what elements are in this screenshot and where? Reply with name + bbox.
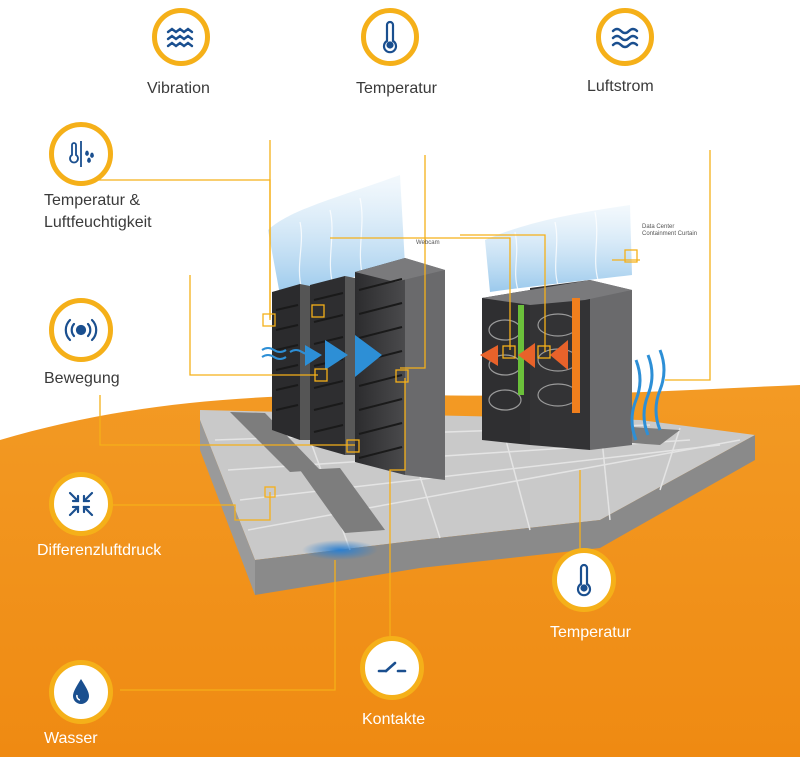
callout-lines: [80, 140, 711, 691]
curtain-label-line2: Containment Curtain: [642, 231, 698, 237]
vibration-label: Vibration: [147, 80, 210, 97]
wasser-label: Wasser: [44, 730, 98, 747]
callout-markers: [262, 249, 638, 498]
temp-feuchte-badge: [49, 122, 113, 186]
luftstrom-badge: [596, 8, 654, 66]
luftstrom-label: Luftstrom: [587, 78, 654, 95]
airflow-waves-icon: [611, 27, 639, 49]
contact-switch-icon: [377, 661, 407, 673]
water-puddle: [302, 540, 378, 560]
differenzluftdruck-badge: [49, 472, 113, 536]
temperatur-bottom-label: Temperatur: [550, 624, 631, 641]
webcam-annotation: Webcam: [416, 240, 440, 247]
temperatur-bottom-badge: [552, 548, 616, 612]
thermometer-icon: [382, 20, 398, 54]
webcam-label: Webcam: [416, 240, 440, 246]
temperatur-top-badge: [361, 8, 419, 66]
pressure-arrows-icon: [68, 491, 94, 517]
temp-feuchte-label-line1: Temperatur &: [44, 192, 141, 209]
kontakte-label: Kontakte: [362, 711, 426, 728]
server-rack-row-right: [482, 280, 632, 450]
cold-airflow-arrows: [261, 335, 382, 377]
vibration-badge: [152, 8, 210, 66]
containment-curtains: [268, 175, 632, 295]
thermometer-icon: [576, 563, 592, 597]
vibration-sensor-waves: [630, 349, 666, 441]
motion-radar-icon: [64, 318, 98, 342]
server-rack-row-left: [272, 258, 445, 480]
bewegung-label: Bewegung: [44, 370, 120, 387]
temperatur-top-label: Temperatur: [356, 80, 437, 97]
differenzluftdruck-label: Differenzluftdruck: [37, 542, 162, 559]
vibration-waves-icon: [166, 27, 194, 48]
curtain-annotation: Data Center Containment Curtain: [642, 224, 697, 238]
hot-airflow-arrows: [480, 340, 568, 370]
curtain-label-line1: Data Center: [642, 224, 675, 230]
water-drop-icon: [73, 679, 89, 704]
bewegung-badge: [49, 298, 113, 362]
temp-feuchte-label-line2: Luftfeuchtigkeit: [44, 214, 152, 231]
wasser-badge: [49, 660, 113, 724]
thermometer-droplets-icon: [69, 141, 94, 167]
kontakte-badge: [360, 636, 424, 700]
